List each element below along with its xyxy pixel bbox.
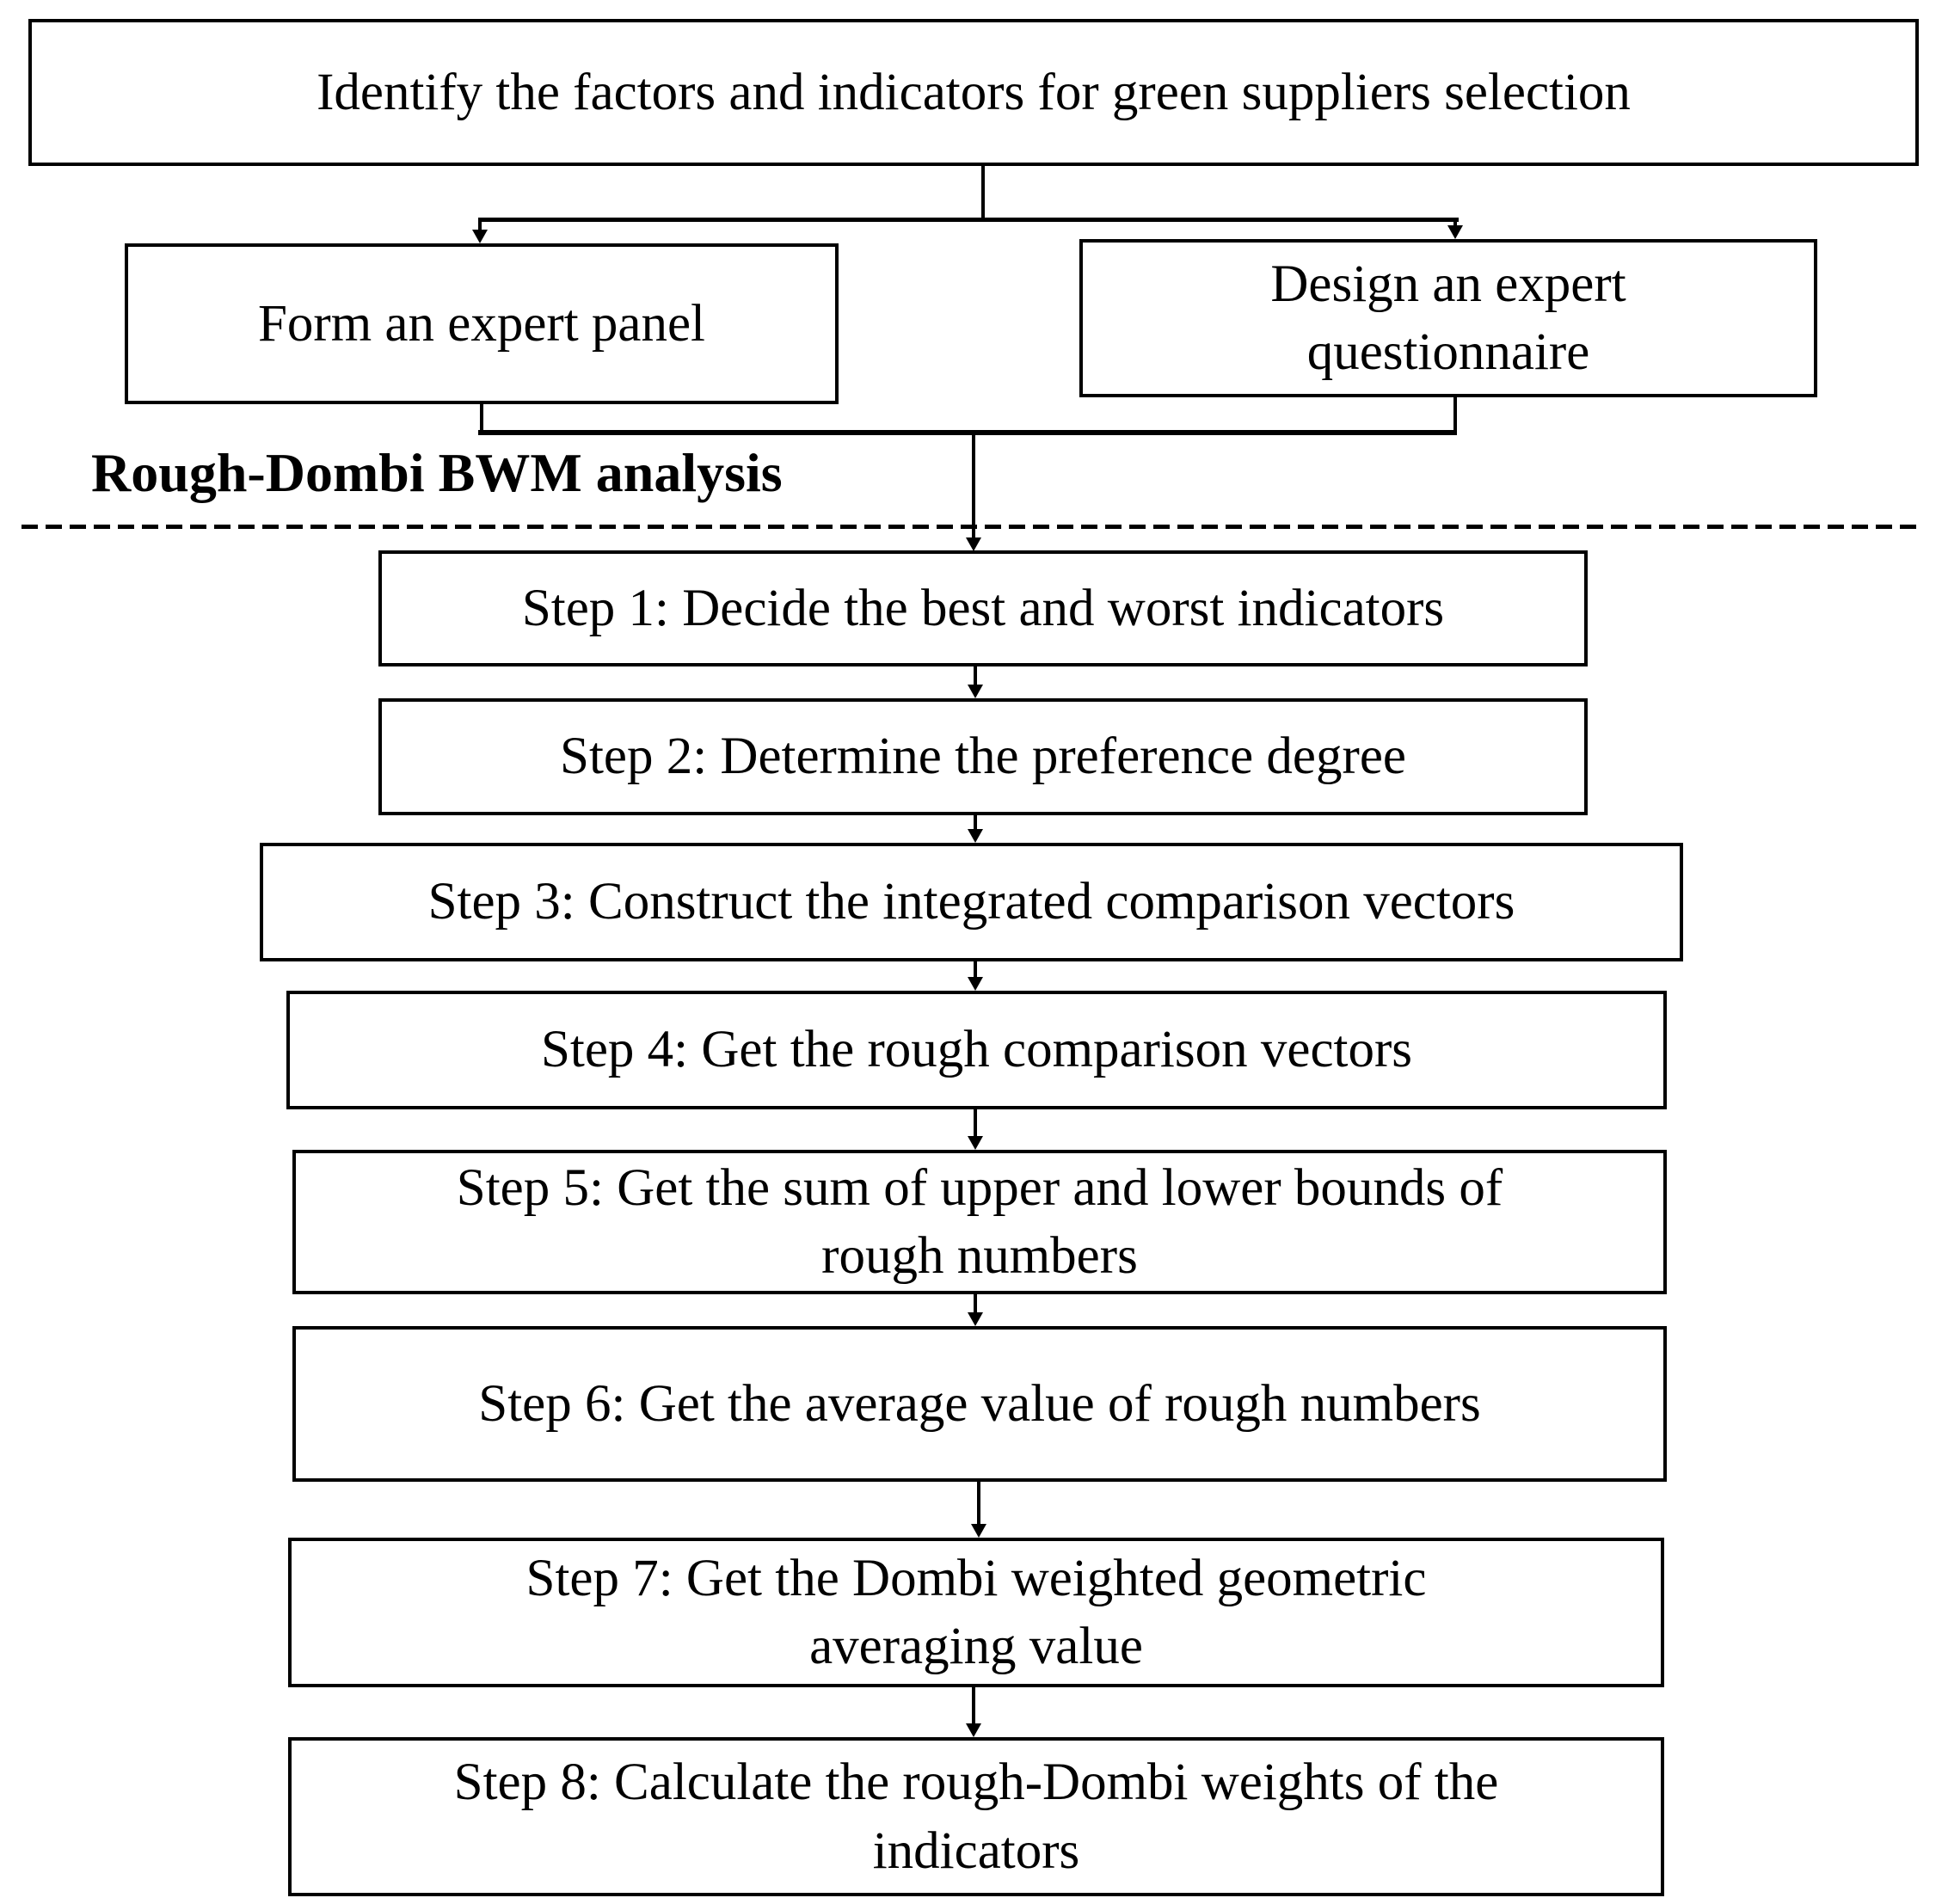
step-8-label: Step 8: Calculate the rough-Dombi weight… <box>453 1754 1499 1880</box>
connector-step6-step7 <box>977 1482 980 1526</box>
arrow-down-step3-icon <box>968 829 983 843</box>
step-5-label: Step 5: Get the sum of upper and lower b… <box>456 1158 1503 1285</box>
connector-panel-stub <box>480 404 483 435</box>
step-5-box: Step 5: Get the sum of upper and lower b… <box>292 1150 1667 1294</box>
step-7-label: Step 7: Get the Dombi weighted geometric… <box>525 1549 1427 1675</box>
identify-factors-label: Identify the factors and indicators for … <box>316 63 1631 121</box>
questionnaire-box: Design an expert questionnaire <box>1079 239 1817 397</box>
arrow-down-step6-icon <box>968 1312 983 1326</box>
arrow-down-step2-icon <box>968 685 983 698</box>
section-divider <box>22 525 1920 529</box>
step-8-box: Step 8: Calculate the rough-Dombi weight… <box>288 1737 1664 1896</box>
step-6-box: Step 6: Get the average value of rough n… <box>292 1326 1667 1482</box>
connector-merge-line <box>478 430 1457 435</box>
step-2-box: Step 2: Determine the preference degree <box>378 698 1588 815</box>
questionnaire-label: Design an expert questionnaire <box>1270 255 1626 381</box>
connector-left-branch-stem <box>478 218 482 230</box>
connector-step4-step5 <box>974 1109 977 1138</box>
section-label-text: Rough-Dombi BWM analysis <box>91 442 783 503</box>
connector-step1-step2 <box>974 666 977 687</box>
arrow-down-into-panel-icon <box>472 230 488 243</box>
arrow-down-into-step1-icon <box>966 537 981 551</box>
connector-step7-step8 <box>972 1687 975 1725</box>
connector-questionnaire-stub <box>1453 397 1457 435</box>
step-4-label: Step 4: Get the rough comparison vectors <box>540 1021 1413 1079</box>
step-6-label: Step 6: Get the average value of rough n… <box>478 1374 1481 1433</box>
step-3-box: Step 3: Construct the integrated compari… <box>260 843 1683 961</box>
connector-split-line <box>478 218 1459 222</box>
expert-panel-box: Form an expert panel <box>125 243 839 404</box>
connector-right-branch-stem <box>1453 218 1457 226</box>
arrow-down-step5-icon <box>968 1136 983 1150</box>
step-7-box: Step 7: Get the Dombi weighted geometric… <box>288 1538 1664 1687</box>
step-1-label: Step 1: Decide the best and worst indica… <box>521 579 1445 637</box>
arrow-down-into-questionnaire-icon <box>1447 225 1463 239</box>
connector-merge-stem <box>972 435 975 538</box>
expert-panel-label: Form an expert panel <box>257 294 706 353</box>
arrow-down-step8-icon <box>966 1723 981 1737</box>
step-1-box: Step 1: Decide the best and worst indica… <box>378 550 1588 666</box>
section-label: Rough-Dombi BWM analysis <box>91 445 783 501</box>
step-4-box: Step 4: Get the rough comparison vectors <box>286 991 1667 1109</box>
step-3-label: Step 3: Construct the integrated compari… <box>427 873 1515 931</box>
step-2-label: Step 2: Determine the preference degree <box>560 728 1406 786</box>
arrow-down-step4-icon <box>968 977 983 991</box>
identify-factors-box: Identify the factors and indicators for … <box>28 19 1919 166</box>
arrow-down-step7-icon <box>971 1524 986 1538</box>
connector-top-stem <box>981 166 985 218</box>
connector-step2-step3 <box>974 815 977 831</box>
connector-step5-step6 <box>974 1294 977 1314</box>
connector-step3-step4 <box>974 961 977 979</box>
